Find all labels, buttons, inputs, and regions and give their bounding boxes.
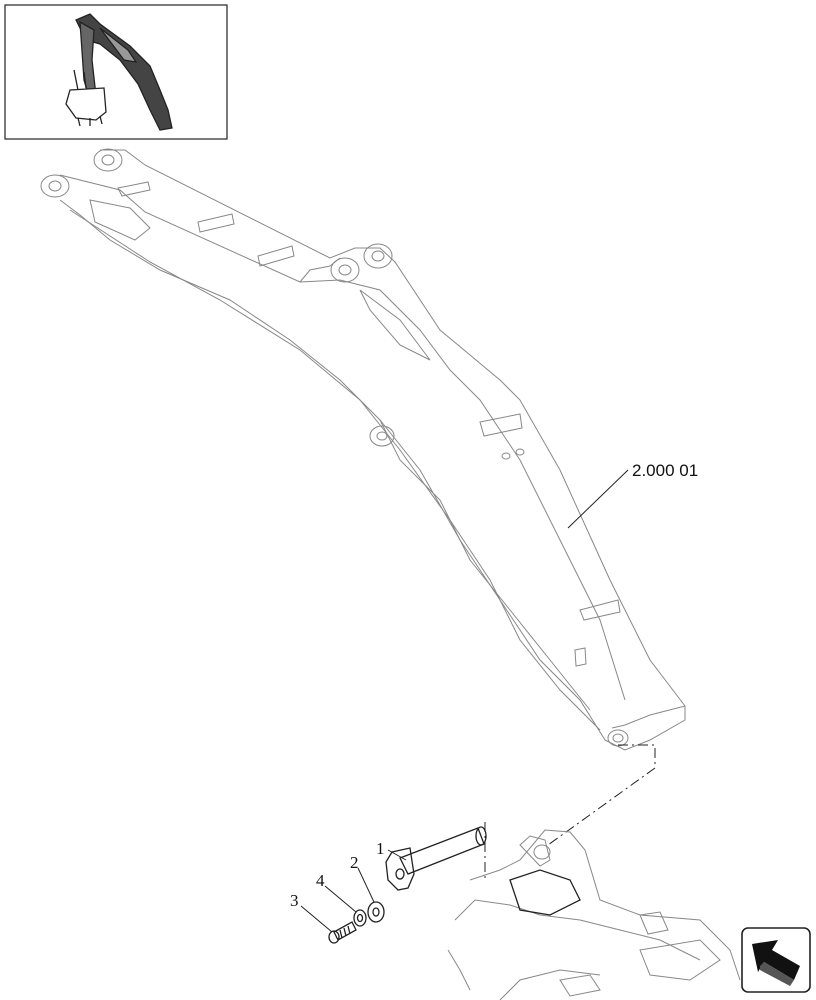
arm-assembly <box>40 148 686 751</box>
callout-leader-3 <box>300 905 333 933</box>
bucket-frame <box>447 829 741 1000</box>
callout-leader-2 <box>357 867 375 903</box>
reference-label: 2.000 01 <box>632 461 698 480</box>
lock-washer-part <box>353 909 367 927</box>
bolt-part <box>328 921 357 944</box>
callout-leader-4 <box>324 885 357 913</box>
callout-4: 4 <box>316 871 325 890</box>
alignment-line <box>547 744 656 846</box>
callout-3: 3 <box>290 891 299 910</box>
washer-part <box>367 901 385 923</box>
pin-part <box>385 826 487 891</box>
overview-thumbnail[interactable] <box>4 4 228 140</box>
arrow-back-icon <box>752 940 800 986</box>
callout-2: 2 <box>350 853 359 872</box>
reference-leader <box>567 469 629 529</box>
back-navigation-button[interactable] <box>741 927 811 993</box>
callout-1: 1 <box>376 839 385 858</box>
thumbnail-excavator-arm <box>65 13 173 131</box>
callout-leader-1 <box>387 849 407 861</box>
